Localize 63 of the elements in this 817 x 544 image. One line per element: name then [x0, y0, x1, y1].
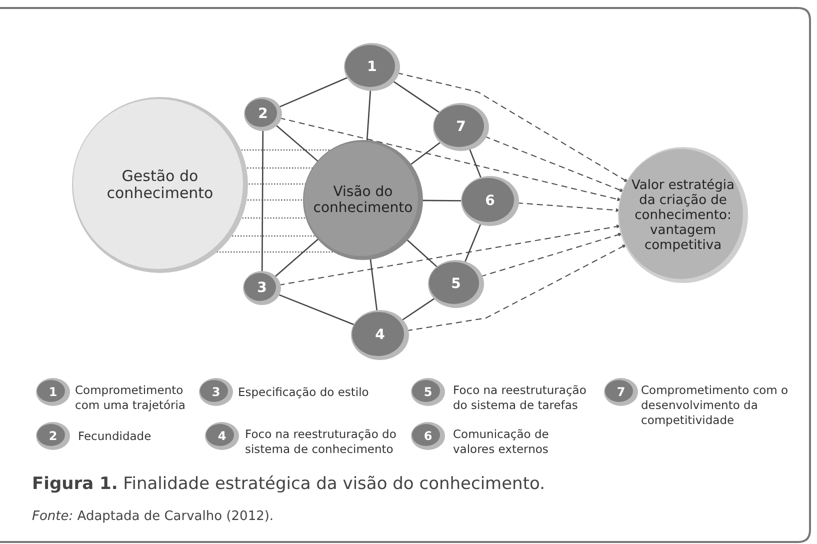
number-label: 1 — [48, 385, 58, 399]
connector-line — [366, 88, 372, 142]
number-label: 2 — [258, 106, 268, 122]
node-label: Visão do conhecimento — [312, 184, 414, 216]
circle-node — [343, 42, 401, 92]
circle-node — [617, 146, 749, 284]
number-label: 5 — [424, 385, 432, 399]
legend-marker — [198, 377, 234, 407]
node-label: Gestão do conhecimento — [106, 168, 214, 202]
source-note: Fonte: Adaptada de Carvalho (2012). — [32, 509, 274, 524]
dashed-line — [406, 244, 628, 332]
connector-line — [400, 297, 436, 322]
connector-line — [261, 129, 264, 273]
connector-line — [421, 200, 463, 202]
connector-line — [464, 222, 482, 264]
number-label: 2 — [48, 429, 58, 443]
circle-node — [460, 175, 520, 227]
connector-line — [370, 257, 378, 312]
number-label: 6 — [485, 193, 495, 209]
legend-marker — [410, 421, 446, 451]
number-label: 7 — [616, 385, 626, 399]
dashed-line — [278, 224, 622, 286]
legend-marker — [410, 377, 446, 407]
legend-text: Comunicação de valores externos — [453, 427, 550, 457]
legend-text: Foco na reestruturação do sistema de conhecimento — [245, 427, 398, 457]
number-label: 1 — [367, 59, 377, 75]
legend-text: Comprometimento com o desenvolvimento da competitividade — [641, 383, 790, 428]
figure-caption: Figura 1. Finalidade estratégica da visão do conhecimento. — [32, 474, 546, 494]
number-label: 6 — [424, 429, 432, 443]
dashed-line — [480, 232, 624, 278]
connector-line — [277, 294, 356, 326]
connector-line — [392, 80, 442, 114]
legend-text: Foco na reestruturação do sistema de tarefas — [453, 383, 588, 413]
number-label: 4 — [218, 429, 226, 443]
circle-node — [71, 96, 249, 274]
circle-node — [350, 309, 410, 361]
connector-line — [409, 141, 442, 166]
legend-marker — [204, 421, 240, 451]
number-label: 5 — [451, 276, 461, 292]
node-label: Valor estratégia da criação de conhecimento: vantagem competitiva — [630, 178, 736, 252]
legend-marker — [35, 421, 71, 451]
circle-node — [243, 96, 283, 132]
dashed-line — [396, 72, 629, 183]
legend-text: Comprometimento com uma trajetória — [75, 383, 186, 413]
circle-node — [432, 102, 490, 152]
connector-line — [468, 148, 482, 180]
connector-line — [274, 124, 320, 163]
connector-line — [274, 238, 320, 278]
circle-node — [427, 259, 485, 309]
dashed-line — [278, 117, 622, 202]
legend-marker — [603, 377, 639, 407]
legend-marker — [35, 377, 71, 407]
number-label: 3 — [212, 385, 220, 399]
legend-text: Especificação do estilo — [238, 385, 370, 400]
legend-text: Fecundidade — [78, 429, 152, 444]
dashed-line — [484, 136, 625, 192]
number-label: 4 — [375, 327, 385, 343]
connector-line — [278, 76, 350, 108]
circle-node — [242, 270, 282, 306]
circle-node — [302, 139, 424, 261]
number-label: 7 — [456, 119, 466, 135]
connector-line — [406, 238, 439, 268]
number-label: 3 — [257, 280, 267, 296]
